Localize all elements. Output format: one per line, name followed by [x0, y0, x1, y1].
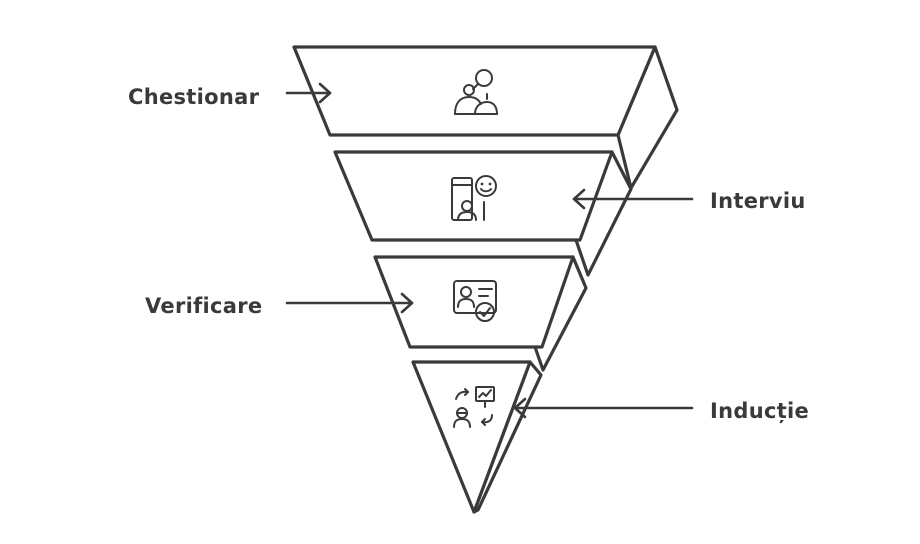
label-verificare-group: Verificare	[145, 292, 414, 318]
onboarding-presentation-icon	[453, 386, 495, 428]
label-inductie-group: Inducție	[513, 397, 809, 424]
label-chestionar: Chestionar	[128, 85, 260, 109]
person-search-icon	[454, 69, 498, 115]
funnel-tier-chestionar	[292, 45, 679, 190]
label-verificare: Verificare	[145, 294, 262, 318]
label-chestionar-group: Chestionar	[128, 82, 332, 109]
interview-icon	[451, 175, 497, 221]
funnel-tier-interviu	[333, 150, 633, 277]
label-inductie: Inducție	[710, 399, 809, 424]
label-interviu: Interviu	[710, 189, 806, 213]
label-interviu-group: Interviu	[572, 188, 806, 213]
id-card-verified-icon	[453, 280, 497, 322]
funnel-tier-verificare	[373, 255, 588, 372]
funnel-tier-inductie	[411, 360, 543, 514]
